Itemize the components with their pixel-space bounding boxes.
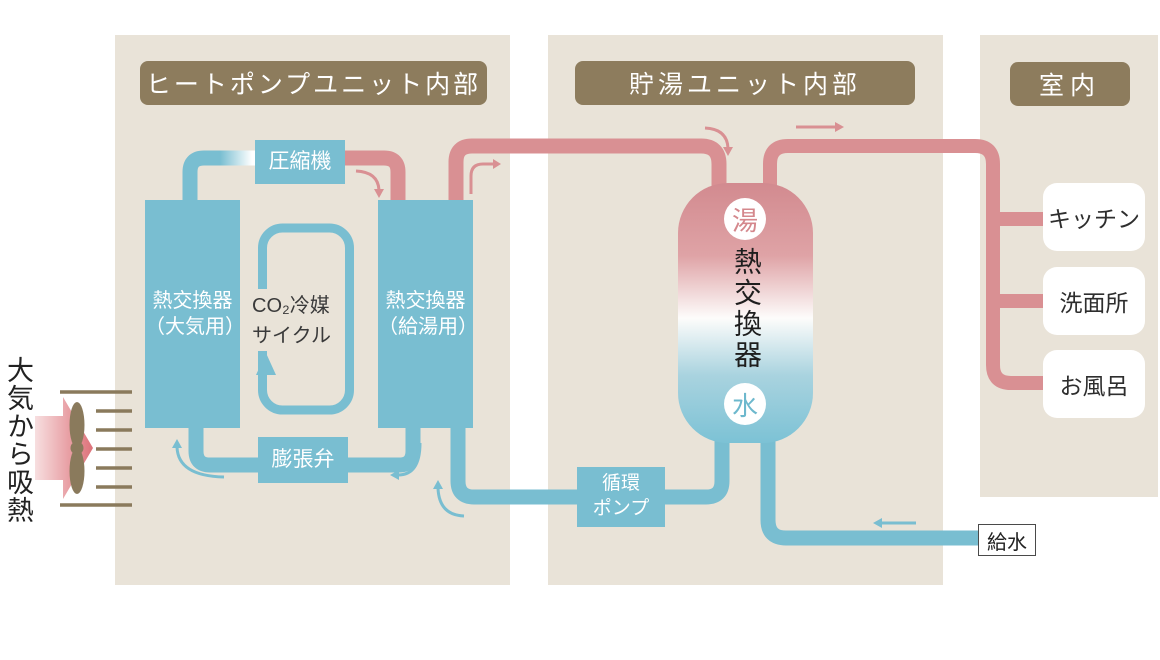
hx-supply-label-line1: 熱交換器 [385,290,466,312]
tank-hot-badge: 湯 [724,198,766,240]
outlet-washroom: 洗面所 [1043,267,1145,335]
expansion-valve-box: 膨張弁 [258,437,348,483]
circulation-pump-box: 循環 ポンプ [577,467,665,527]
fan-icon [69,402,85,494]
co2-text-mask [246,289,342,351]
flow-arrow-into-hxsupply [355,169,381,191]
co2-cycle-up-arrow [256,353,276,375]
tank-water-badge-text: 水 [731,390,758,421]
flow-arrow-hxsupply-out [469,162,493,194]
hx-air-label-line2: （大気用） [145,316,245,338]
hx-supply-label-line2: （給湯用） [378,316,478,338]
storage-panel-title-text: 貯湯ユニット内部 [628,71,861,99]
flow-arrow-after-valve [397,442,422,477]
circulation-pump-label-line1: 循環 [601,473,640,495]
heat-pump-panel-title-text: ヒートポンプユニット内部 [145,71,482,99]
hx-air-box: 熱交換器 （大気用） [145,200,245,428]
compressor-label: 圧縮機 [268,150,332,174]
storage-panel-title: 貯湯ユニット内部 [575,61,915,105]
outlet-bath-label: お風呂 [1059,373,1129,399]
hx-air-label-line1: 熱交換器 [152,290,233,312]
air-intake-arrow [35,397,93,499]
indoor-panel [980,35,1158,497]
air-louver-lines [60,390,132,507]
compressor-box: 圧縮機 [255,140,345,184]
tank-hot-badge-text: 湯 [731,205,758,236]
air-heat-label: 大気から吸熱 [3,356,33,524]
indoor-panel-title: 室内 [1010,62,1130,106]
expansion-valve-label: 膨張弁 [271,448,335,472]
hx-supply-box: 熱交換器 （給湯用） [378,200,478,428]
indoor-panel-title-text: 室内 [1038,72,1101,100]
storage-tank: 湯 熱交換器 水 [678,183,813,443]
pipe-tank-to-indoor [763,139,1048,390]
pipe-hxsupply-to-tank [448,138,727,205]
tank-water-badge: 水 [724,383,766,425]
flow-arrow-pump-riser [436,487,465,518]
co2-cycle-label-line2: サイクル [252,325,331,347]
tank-heat-exchanger-label: 熱交換器 [731,247,762,371]
flow-arrows [175,125,916,525]
pipe-compressor-to-hxsupply [344,150,406,205]
outlet-washroom-label: 洗面所 [1059,290,1129,316]
outlet-kitchen: キッチン [1043,183,1145,251]
heat-pump-panel-title: ヒートポンプユニット内部 [140,61,487,105]
flow-arrow-into-tank [704,126,730,149]
water-supply-label: 給水 [987,531,1027,554]
flow-arrowheads [172,122,882,528]
outlet-bath: お風呂 [1043,350,1145,418]
pipe-hxair-to-compressor [182,150,256,205]
co2-cycle-label: CO₂冷媒 サイクル [252,291,348,351]
outlet-kitchen-label: キッチン [1048,206,1140,232]
pipe-water-supply [760,440,1002,546]
water-supply-tag: 給水 [978,524,1036,556]
flow-arrow-into-hxair [175,446,225,479]
co2-cycle-label-line1: CO₂冷媒 [252,295,330,317]
circulation-pump-label-line2: ポンプ [592,498,650,519]
